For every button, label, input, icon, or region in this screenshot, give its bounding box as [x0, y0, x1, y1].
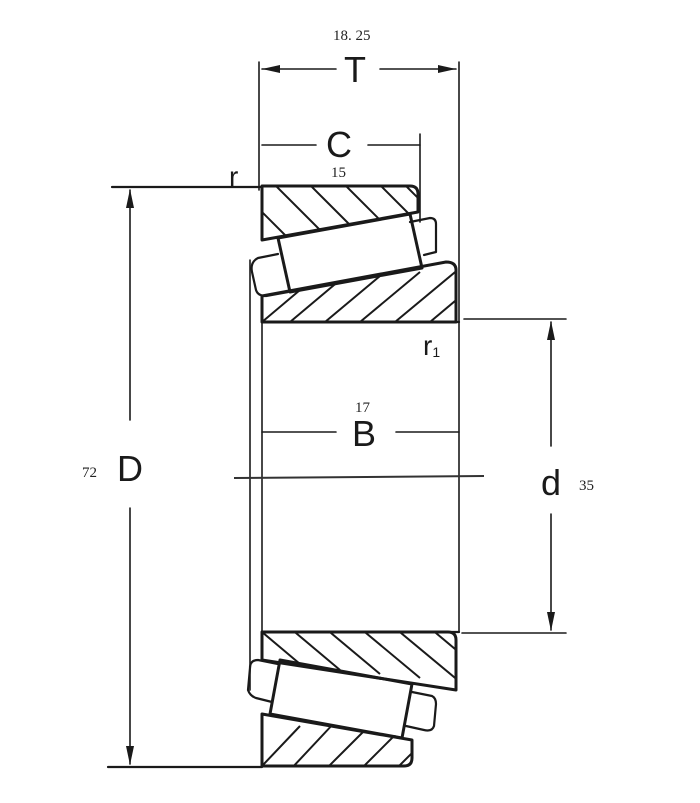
- arrow-down-icon: [126, 746, 134, 765]
- dimension-d: [461, 318, 567, 634]
- dimension-C: [261, 133, 421, 223]
- value-D: 72: [82, 465, 97, 481]
- value-d: 35: [579, 478, 594, 494]
- label-C: C: [326, 124, 352, 165]
- value-B: 17: [355, 400, 371, 416]
- label-r1: r1: [423, 330, 440, 361]
- arrow-up-icon: [547, 321, 555, 340]
- value-C: 15: [331, 165, 346, 181]
- label-T: T: [344, 49, 366, 90]
- inner-ring-top: [260, 260, 458, 324]
- dimension-D: [106, 185, 264, 769]
- bore-lines: [249, 259, 461, 691]
- roller-bottom: [246, 658, 438, 740]
- outer-ring-bottom: [260, 712, 414, 768]
- value-T: 18. 25: [333, 28, 371, 44]
- arrow-left-icon: [262, 65, 280, 73]
- label-B: B: [352, 413, 376, 454]
- arrow-up-icon: [126, 189, 134, 208]
- arrow-down-icon: [547, 612, 555, 631]
- arrow-right-icon: [438, 65, 456, 73]
- label-d: d: [541, 462, 561, 503]
- roller-top: [250, 212, 438, 298]
- dimension-T: [258, 61, 460, 323]
- label-r: r: [229, 161, 238, 192]
- center-line: [233, 475, 485, 479]
- label-D: D: [117, 448, 143, 489]
- inner-ring-bottom: [260, 630, 458, 692]
